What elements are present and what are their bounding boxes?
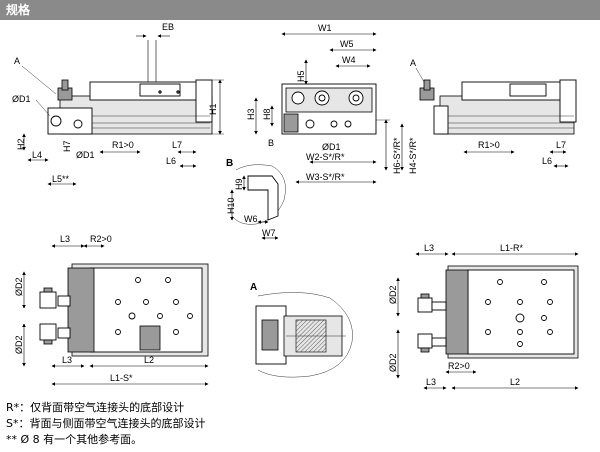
label-h5: H5 bbox=[296, 70, 306, 82]
label-l3-bl2: L3 bbox=[62, 355, 72, 365]
label-h4: H4-S*/R* bbox=[408, 137, 418, 174]
legend-r: R*：仅背面带空气连接头的底部设计 bbox=[6, 401, 185, 414]
detail-b-view bbox=[231, 164, 286, 225]
label-h7: H7 bbox=[62, 140, 72, 152]
label-l5: L5** bbox=[52, 174, 70, 184]
label-d1-left2: ØD1 bbox=[76, 150, 95, 160]
label-l3-bl: L3 bbox=[60, 234, 70, 244]
label-l1-br: L1-R* bbox=[500, 243, 524, 253]
label-l2-br: L2 bbox=[510, 377, 520, 387]
legend-note: ** Ø 8 有一个其他参考面。 bbox=[6, 433, 143, 446]
label-h1-left: H1 bbox=[208, 103, 218, 115]
label-a-top-left: A bbox=[14, 56, 20, 66]
label-d2-bl-bot: ØD2 bbox=[14, 335, 24, 354]
label-b-small: B bbox=[268, 138, 274, 148]
label-w3: W3-S*/R* bbox=[306, 172, 345, 182]
label-l6-left: L6 bbox=[166, 156, 176, 166]
label-h9: H9 bbox=[234, 178, 244, 190]
end-view-center bbox=[281, 83, 390, 135]
label-h10: H10 bbox=[226, 197, 236, 214]
label-eb: EB bbox=[162, 22, 174, 32]
label-b-detail: B bbox=[226, 158, 233, 169]
label-l6-right: L6 bbox=[542, 156, 552, 166]
label-d2-br-top: ØD2 bbox=[388, 285, 398, 304]
label-w7: W7 bbox=[262, 228, 276, 238]
label-d1-left: ØD1 bbox=[12, 94, 31, 104]
label-l1-bl: L1-S* bbox=[110, 373, 133, 383]
label-l4: L4 bbox=[32, 150, 42, 160]
label-a-detail: A bbox=[250, 282, 257, 293]
label-w6: W6 bbox=[244, 214, 258, 224]
label-l7-left: L7 bbox=[172, 140, 182, 150]
label-h8: H8 bbox=[262, 108, 272, 120]
label-w2: W2-S*/R* bbox=[306, 152, 345, 162]
label-w5: W5 bbox=[340, 39, 354, 49]
label-d2-br-bot: ØD2 bbox=[388, 353, 398, 372]
detail-a-view bbox=[255, 292, 353, 378]
label-l3-br2: L3 bbox=[426, 377, 436, 387]
label-d1-center: ØD1 bbox=[322, 142, 341, 152]
top-view-left bbox=[39, 263, 209, 357]
label-h2: H2 bbox=[16, 138, 26, 150]
legend-s: S*：背面与侧面带空气连接头的底部设计 bbox=[6, 417, 206, 430]
technical-drawing: A ØD1 EB H1 H2 H7 ØD1 L4 L5** R1>0 L7 L6… bbox=[12, 22, 579, 390]
label-l3-br: L3 bbox=[424, 243, 434, 253]
label-r1-left: R1>0 bbox=[112, 140, 134, 150]
label-a-right: A bbox=[410, 58, 416, 68]
top-view-right bbox=[417, 265, 579, 359]
label-r2-bl: R2>0 bbox=[90, 234, 112, 244]
label-w4: W4 bbox=[342, 55, 356, 65]
side-view-left bbox=[47, 79, 213, 135]
label-r1-right: R1>0 bbox=[478, 140, 500, 150]
legend: R*：仅背面带空气连接头的底部设计 S*：背面与侧面带空气连接头的底部设计 **… bbox=[6, 400, 205, 448]
label-l7-right: L7 bbox=[556, 140, 566, 150]
side-view-right bbox=[419, 79, 577, 135]
label-w1: W1 bbox=[318, 23, 332, 33]
label-d2-bl-top: ØD2 bbox=[14, 277, 24, 296]
label-l2-bl: L2 bbox=[144, 355, 154, 365]
label-h6: H6-S*/R* bbox=[392, 137, 402, 174]
label-r2-br: R2>0 bbox=[448, 361, 470, 371]
section-header: 规格 bbox=[0, 0, 600, 20]
label-h3: H3 bbox=[246, 108, 256, 120]
